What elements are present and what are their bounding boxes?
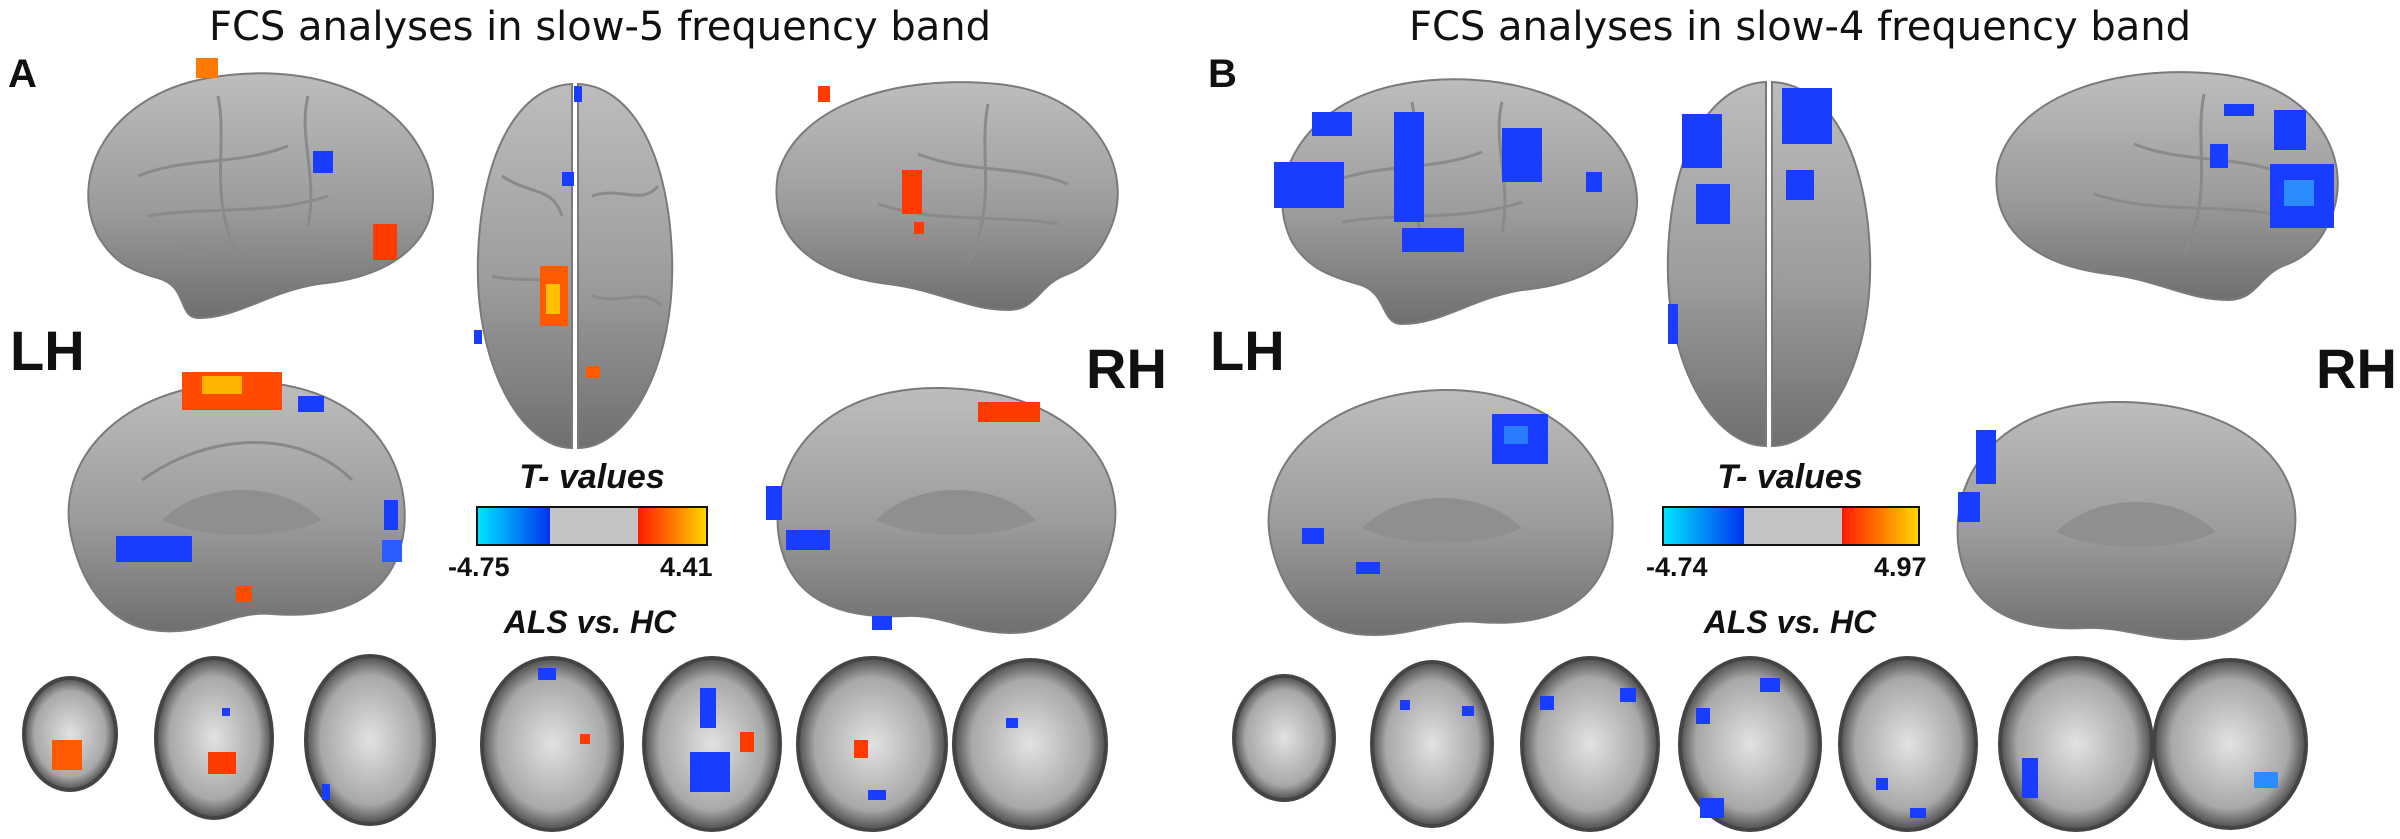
panel-a-colorbar-max: 4.41 [660,552,713,582]
activation-blob [914,222,924,234]
activation-blob [1356,562,1380,574]
panel-a-colorbar [476,506,708,546]
activation-blob [1586,172,1602,192]
activation-blob [474,330,482,344]
activation-blob [1696,184,1730,224]
activation-blob [1786,170,1814,200]
activation-blob [1668,304,1678,344]
colorbar-positive-segment [638,508,706,544]
panel-b-right-medial-brain [1956,400,2297,641]
activation-blob [1274,162,1344,208]
activation-blob [313,151,333,173]
panel-a-comparison-label: ALS vs. HC [503,604,677,640]
panel-b-title: FCS analyses in slow-4 frequency band [1408,4,2192,50]
activation-blob [382,540,402,562]
panel-b-right-lateral-brain [1995,71,2339,302]
activation-blob [298,396,324,412]
activation-blob [1958,492,1980,522]
colorbar-positive-segment [1842,508,1918,544]
activation-blob [586,366,600,378]
panel-b-left-lateral-brain [1274,78,1638,326]
panel-b-comparison-label: ALS vs. HC [1703,604,1877,640]
panel-a-title: FCS analyses in slow-5 frequency band [208,4,992,50]
activation-blob [978,402,1040,422]
panel-b: FCS analyses in slow-4 frequency band B … [1200,0,2400,839]
activation-blob [818,86,830,102]
activation-blob [384,500,398,530]
panel-a-dorsal-brain [474,82,674,450]
activation-blob [2274,110,2306,150]
panel-a-right-lateral-brain [775,81,1119,312]
activation-blob [202,376,242,394]
panel-a: FCS analyses in slow-5 frequency band A … [8,4,1167,832]
panel-a-left-lateral-brain [87,58,434,320]
panel-b-colorbar [1662,506,1920,546]
panel-a-colorbar-title: T- values [519,458,665,496]
activation-blob [546,284,560,314]
activation-blob [766,486,782,520]
colorbar-neutral-segment [1744,508,1842,544]
activation-blob [1502,128,1542,182]
panel-b-colorbar-max: 4.97 [1874,552,1927,582]
panel-b-colorbar-title: T- values [1717,458,1863,496]
panel-b-axial-slices [1232,656,2308,832]
activation-blob [1976,430,1996,484]
colorbar-negative-segment [478,508,550,544]
activation-blob [1402,228,1464,252]
activation-blob [1782,88,1832,144]
colorbar-neutral-segment [550,508,638,544]
activation-blob [1504,426,1528,444]
activation-blob [902,170,922,214]
panel-a-left-hemisphere-label: LH [10,319,85,382]
colorbar-negative-segment [1664,508,1744,544]
activation-blob [872,616,892,630]
activation-blob [2210,144,2228,168]
panel-b-left-medial-brain [1267,388,1614,636]
panel-a-right-hemisphere-label: RH [1086,337,1167,400]
activation-blob [116,536,192,562]
panel-a-left-medial-brain [67,372,406,633]
panel-a-axial-slices [22,654,1108,832]
panel-b-colorbar-min: -4.74 [1646,552,1708,582]
activation-blob [2224,104,2254,116]
activation-blob [373,224,397,260]
activation-blob [236,586,252,602]
panel-a-right-medial-brain [766,386,1117,634]
panel-a-letter: A [8,52,37,96]
panel-b-right-hemisphere-label: RH [2316,337,2397,400]
activation-blob [1394,112,1424,222]
activation-blob [196,58,218,78]
activation-blob [1312,112,1352,136]
activation-blob [1302,528,1324,544]
panel-a-colorbar-min: -4.75 [448,552,510,582]
activation-blob [1682,114,1722,168]
activation-blob [562,172,574,186]
panel-b-dorsal-brain [1666,80,1872,448]
activation-blob [2284,180,2314,206]
activation-blob [574,86,582,102]
panel-b-left-hemisphere-label: LH [1210,319,1285,382]
panel-b-letter: B [1208,52,1237,96]
activation-blob [786,530,830,550]
